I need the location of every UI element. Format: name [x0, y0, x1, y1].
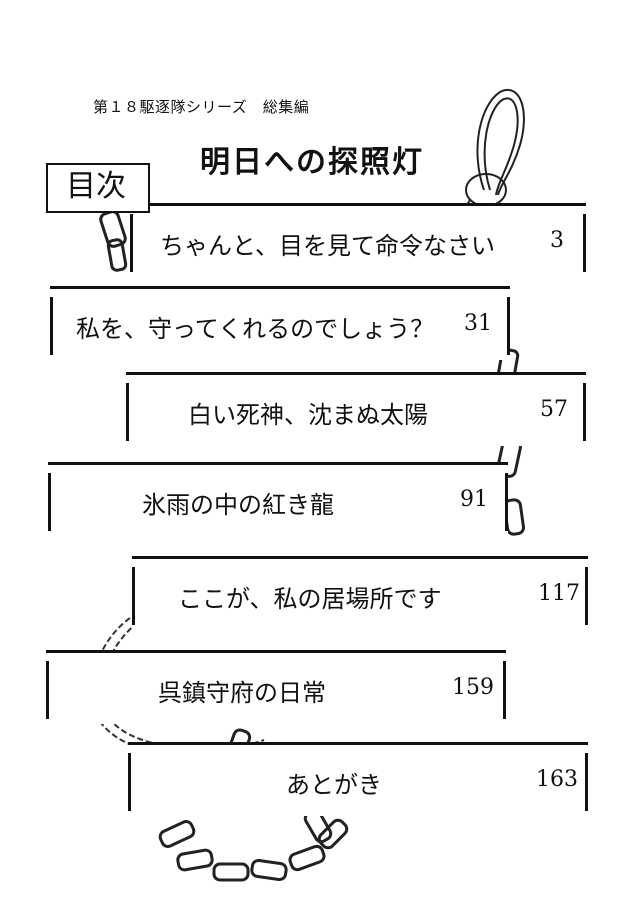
toc-entry[interactable]: 呉鎮守府の日常 159: [46, 650, 506, 724]
entry-page: 91: [460, 487, 488, 512]
toc-entry[interactable]: 氷雨の中の紅き龍 91: [48, 462, 508, 536]
entry-left-bar: [126, 383, 129, 441]
entry-title: あとがき: [286, 771, 382, 799]
entry-page: 3: [550, 228, 564, 253]
entry-left-bar: [132, 567, 135, 625]
entry-left-bar: [128, 753, 131, 811]
entry-right-bar: [505, 473, 508, 531]
toc-entry[interactable]: ここが、私の居場所です 117: [132, 556, 588, 630]
entry-right-bar: [583, 383, 586, 441]
entry-title: ここが、私の居場所です: [178, 585, 442, 613]
toc-entry[interactable]: 白い死神、沈まぬ太陽 57: [126, 372, 586, 446]
toc-label-box: 目次: [46, 163, 150, 213]
toc-entry[interactable]: 私を、守ってくれるのでしょう？ 31: [50, 286, 510, 360]
entry-page: 163: [536, 767, 578, 792]
entry-title: 氷雨の中の紅き龍: [142, 491, 334, 519]
entry-page: 159: [452, 675, 494, 700]
entry-title: 私を、守ってくれるのでしょう？: [76, 315, 435, 343]
entry-left-bar: [46, 661, 49, 719]
entry-right-bar: [507, 297, 510, 355]
entry-title: ちゃんと、目を見て命令なさい: [160, 232, 496, 260]
entry-page: 117: [538, 581, 580, 606]
entry-left-bar: [50, 297, 53, 355]
entry-title: 呉鎮守府の日常: [158, 679, 326, 707]
entry-title: 白い死神、沈まぬ太陽: [188, 401, 428, 429]
toc-label: 目次: [66, 169, 126, 204]
entry-right-bar: [585, 753, 588, 811]
toc-entry[interactable]: ちゃんと、目を見て命令なさい 3: [130, 203, 586, 277]
entry-page: 57: [540, 397, 568, 422]
entry-page: 31: [464, 311, 492, 336]
entry-left-bar: [48, 473, 51, 531]
toc-entry[interactable]: あとがき 163: [128, 742, 588, 816]
book-title: 明日への探照灯: [200, 145, 424, 180]
entry-left-bar: [130, 214, 133, 272]
series-label: 第１８駆逐隊シリーズ 総集編: [93, 98, 310, 116]
entry-right-bar: [583, 214, 586, 272]
entry-right-bar: [585, 567, 588, 625]
entry-right-bar: [503, 661, 506, 719]
